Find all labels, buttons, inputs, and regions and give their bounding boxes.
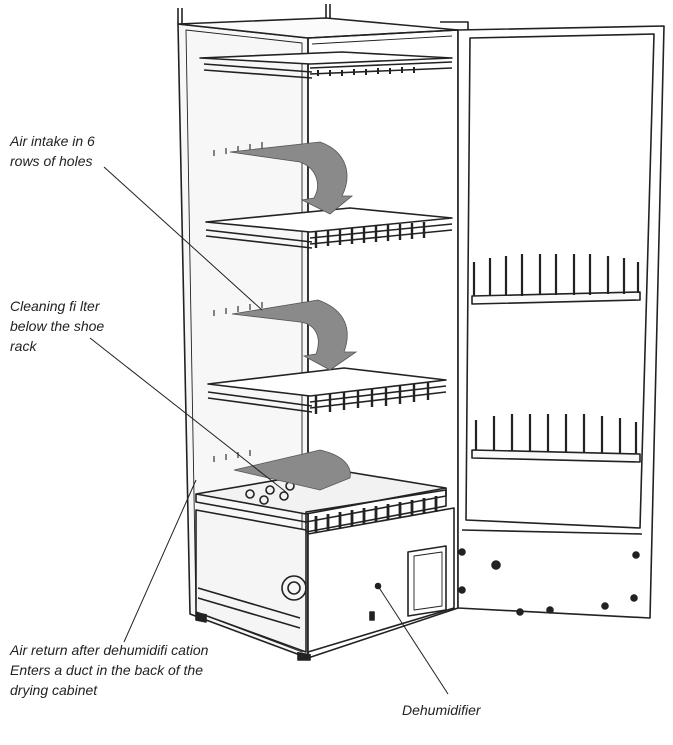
callout-air-intake: Air intake in 6 rows of holes bbox=[10, 131, 95, 171]
callout-line: Cleaning fi lter bbox=[10, 296, 104, 316]
top-clip-middle bbox=[326, 4, 330, 18]
callout-air-return: Air return after dehumidifi cation Enter… bbox=[10, 640, 208, 700]
callout-dehumidifier: Dehumidifier bbox=[402, 700, 481, 720]
leader-air-return bbox=[124, 480, 196, 642]
callout-line: Dehumidifier bbox=[402, 700, 481, 720]
callout-line: Air return after dehumidifi cation bbox=[10, 640, 208, 660]
callout-line: rows of holes bbox=[10, 151, 95, 171]
air-return-duct bbox=[196, 510, 306, 652]
callout-line: rack bbox=[10, 336, 104, 356]
callout-cleaning-filter: Cleaning fi lter below the shoe rack bbox=[10, 296, 104, 356]
callout-line: Enters a duct in the back of the bbox=[10, 660, 208, 680]
callout-line: Air intake in 6 bbox=[10, 131, 95, 151]
dehumidifier-unit bbox=[306, 490, 454, 652]
top-clip-left bbox=[178, 8, 182, 24]
cabinet-door bbox=[458, 26, 664, 618]
callout-line: below the shoe bbox=[10, 316, 104, 336]
callout-line: drying cabinet bbox=[10, 680, 208, 700]
